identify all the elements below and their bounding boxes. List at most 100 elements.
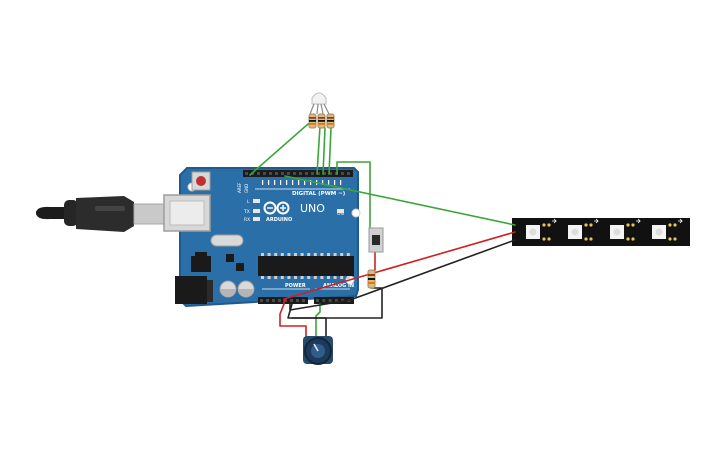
chip-pin [267, 253, 271, 256]
arduino-logo-icon [263, 201, 290, 215]
header-socket[interactable] [328, 299, 332, 302]
chip-pin [333, 276, 337, 279]
wire-signal-led-2[interactable] [316, 125, 321, 175]
solder-pad [589, 237, 593, 241]
header-socket[interactable] [347, 172, 350, 175]
solder-pad [542, 237, 546, 241]
resistor-band [309, 117, 316, 119]
power-jack-icon [175, 276, 207, 304]
resistor[interactable] [308, 113, 317, 129]
header-socket[interactable] [290, 299, 293, 302]
header-socket[interactable] [284, 299, 287, 302]
chip-pin [300, 276, 304, 279]
solder-pad [673, 223, 677, 227]
header-socket[interactable] [302, 299, 305, 302]
header-socket[interactable] [260, 299, 263, 302]
header-socket[interactable] [334, 299, 338, 302]
chip-pin [274, 253, 278, 256]
aref-label: AREF [237, 182, 242, 193]
wire-signal-led-4[interactable] [328, 127, 332, 175]
header-socket[interactable] [322, 299, 326, 302]
wire-signal-button[interactable] [336, 161, 371, 229]
solder-pad [626, 237, 630, 241]
solder-pad [542, 223, 546, 227]
bottom-header-pins [260, 299, 351, 302]
header-socket[interactable] [263, 172, 266, 175]
header-socket[interactable] [278, 299, 281, 302]
direction-arrow-icon [636, 218, 641, 224]
solder-pad [584, 223, 588, 227]
header-socket[interactable] [317, 172, 320, 175]
chip-pin [280, 253, 284, 256]
power-header [258, 297, 308, 304]
header-socket[interactable] [305, 172, 308, 175]
resistor-band [368, 282, 375, 284]
led-tx-label: TX [243, 209, 250, 215]
led-rx-icon [253, 217, 260, 221]
header-socket[interactable] [293, 172, 296, 175]
arduino-uno-board[interactable]: AREF GND DIGITAL (PWM ~) L TX RX ARDUINO… [163, 167, 361, 308]
usb-cable-strain-relief [64, 200, 78, 226]
solder-pad [626, 223, 630, 227]
chip-pin [320, 253, 324, 256]
header-socket[interactable] [266, 299, 269, 302]
resistor[interactable] [326, 113, 335, 129]
header-socket[interactable] [272, 299, 275, 302]
led-l-label: L [247, 199, 250, 205]
header-socket[interactable] [316, 299, 319, 302]
resistor-band [327, 117, 334, 119]
reset-button[interactable] [196, 176, 206, 186]
chip-pin [320, 276, 324, 279]
header-socket[interactable] [329, 172, 332, 175]
header-socket[interactable] [323, 172, 326, 175]
header-socket[interactable] [281, 172, 284, 175]
led-leg [323, 103, 330, 115]
header-socket[interactable] [299, 172, 302, 175]
rgb-led[interactable] [309, 92, 330, 115]
neopixel-pixel[interactable] [568, 218, 599, 241]
pin-number-mark [304, 180, 306, 185]
power-label: POWER [285, 283, 306, 289]
wire-signal-pot[interactable] [315, 303, 321, 337]
pushbutton[interactable] [368, 227, 384, 253]
chip-pin [287, 253, 291, 256]
solder-pad [589, 223, 593, 227]
potentiometer[interactable] [303, 336, 333, 365]
header-socket[interactable] [311, 172, 314, 175]
wire-signal-led-3[interactable] [322, 127, 326, 175]
solder-pad [673, 237, 677, 241]
header-socket[interactable] [275, 172, 278, 175]
wire-ground-button[interactable] [291, 287, 383, 319]
wire-signal-strip[interactable] [284, 175, 516, 226]
header-socket[interactable] [287, 172, 290, 175]
resistor-band [368, 274, 375, 276]
neopixel-pixel[interactable] [526, 218, 557, 241]
resistor[interactable] [317, 113, 326, 129]
header-socket[interactable] [269, 172, 272, 175]
pin-number-mark [340, 180, 342, 185]
chip-pin [333, 253, 337, 256]
chip-pin [294, 276, 297, 279]
voltage-regulator [191, 256, 211, 272]
wire-power-strip[interactable] [283, 231, 516, 305]
solder-pad [631, 237, 635, 241]
led-rx-label: RX [244, 217, 250, 223]
led-l-icon [253, 199, 260, 203]
button-resistor[interactable] [367, 269, 376, 289]
header-socket[interactable] [245, 172, 248, 175]
direction-arrow-icon [594, 218, 599, 224]
wire-ground-strip[interactable] [289, 239, 516, 311]
wire-power-pot[interactable] [279, 303, 307, 339]
usb-cable[interactable] [36, 196, 165, 232]
led-resistors[interactable] [308, 113, 335, 129]
neopixel-pixel[interactable] [652, 218, 683, 241]
header-socket[interactable] [257, 172, 260, 175]
neopixel-pixel[interactable] [610, 218, 641, 241]
header-socket[interactable] [296, 299, 299, 302]
neopixel-strip[interactable] [512, 218, 690, 246]
chip-pin [307, 253, 311, 256]
wire-signal-led-1[interactable] [249, 123, 309, 176]
resistor-band [318, 117, 325, 119]
header-socket[interactable] [341, 172, 344, 175]
chip-pin [346, 253, 350, 256]
